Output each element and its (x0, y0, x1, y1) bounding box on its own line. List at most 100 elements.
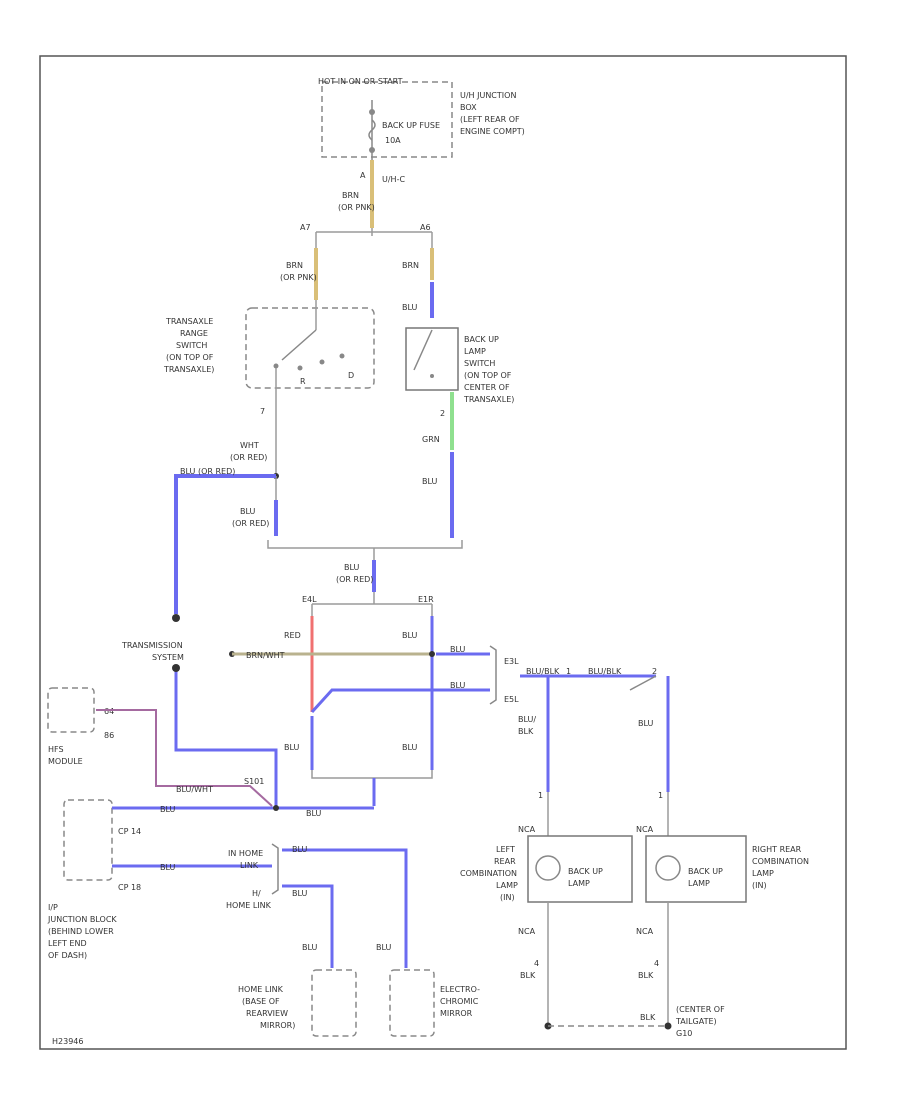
wire-blu-right-top-label: BLU (402, 303, 418, 312)
right-lamp-label-4: (IN) (752, 881, 767, 890)
wire-blu-blk-vert-2: BLK (518, 727, 534, 736)
pin-4-right: 4 (654, 959, 659, 968)
pin-nca-left-bottom: NCA (518, 927, 536, 936)
wire-blu-or-red-center-2: (OR RED) (336, 575, 373, 584)
wire-blk-left: BLK (520, 971, 536, 980)
pin-86: 86 (104, 731, 114, 740)
junction-label-2: JUNCTION BLOCK (47, 915, 117, 924)
trans-range-contact-1 (273, 363, 279, 369)
backup-switch-label-2: LAMP (464, 347, 486, 356)
fuse-rating: 10A (385, 136, 401, 145)
wire-blu-i (282, 848, 408, 968)
ground-label-c: G10 (676, 1029, 692, 1038)
trans-range-label-3: SWITCH (176, 341, 207, 350)
node-brn-wht-end (429, 651, 435, 657)
right-bulb-icon (655, 855, 681, 881)
wire-blk-ground: BLK (640, 1013, 656, 1022)
fuse-box-label-1: U/H JUNCTION (460, 91, 516, 100)
wire-blu-right-vert-label: BLU (638, 719, 654, 728)
right-lamp-label-3: LAMP (752, 869, 774, 878)
wire-wht-red-1: WHT (240, 441, 259, 450)
pin-1-right-lamp: 1 (658, 791, 663, 800)
ip-junction-box (63, 799, 113, 881)
left-bulb-icon (535, 855, 561, 881)
wire-blu-c-label: BLU (450, 681, 466, 690)
pin-7: 7 (260, 407, 265, 416)
wire-blu-i-label: BLU (292, 845, 308, 854)
node-e5l: E5L (504, 695, 519, 704)
home-link-label-1: HOME LINK (238, 985, 284, 994)
electrochromic-label-3: MIRROR (440, 1009, 473, 1018)
left-lamp-box (527, 835, 633, 903)
hfs-label-2: MODULE (48, 757, 83, 766)
trans-security-label-1: TRANSMISSION (121, 641, 183, 650)
trans-range-label-1: TRANSAXLE (165, 317, 213, 326)
security-arrow-bottom (172, 664, 180, 672)
wire-blu-j-label: BLU (292, 889, 308, 898)
backup-lamp-right-2: LAMP (688, 879, 710, 888)
electrochromic-label-2: CHROMIC (440, 997, 479, 1006)
node-e3l: E3L (504, 657, 519, 666)
wire-blu-h-label: BLU (160, 863, 176, 872)
node-a6: A6 (420, 223, 431, 232)
backup-lamp-switch-box (405, 327, 459, 391)
wire-brn-right-label: BRN (402, 261, 419, 270)
cp-bottom: CP 18 (118, 883, 141, 892)
cp-top: CP 14 (118, 827, 141, 836)
diagram-frame (39, 55, 847, 1050)
wire-blu-or-red-center-1: BLU (344, 563, 360, 572)
splice: S101 (244, 777, 264, 786)
wire-brn-top-1: BRN (342, 191, 359, 200)
wire-blu-wht-label: BLU/WHT (176, 785, 213, 794)
wire-blu-g-label: BLU (306, 809, 322, 818)
wire-red-blue-curve (310, 688, 490, 714)
fuse-terminal-top (369, 109, 375, 115)
electrochromic-label-1: ELECTRO- (440, 985, 480, 994)
wire-blu-d-label: BLU (284, 743, 300, 752)
junction-label-5: OF DASH) (48, 951, 87, 960)
trans-range-label-4: (ON TOP OF (166, 353, 214, 362)
trans-range-switch-box (245, 307, 375, 389)
wire-blu-j (282, 884, 334, 968)
home-link-a-2: LINK (240, 861, 259, 870)
wire-blu-k-label: BLU (302, 943, 318, 952)
home-link-label-3: REARVIEW (246, 1009, 288, 1018)
right-lamp-label-2: COMBINATION (752, 857, 809, 866)
left-lamp-label-2: REAR (494, 857, 516, 866)
ground-label-a: (CENTER OF (676, 1005, 725, 1014)
connector-e3l-e5l (489, 645, 497, 705)
wire-join-bottom-bracket (311, 770, 433, 779)
fuse-box-label-2: BOX (460, 103, 477, 112)
pin-64: 64 (104, 707, 114, 716)
wire-blu-wht-red-label: BLU (OR RED) (180, 467, 235, 476)
hfs-label-1: HFS (48, 745, 64, 754)
fuse-box-label-4: ENGINE COMPT) (460, 127, 525, 136)
junction-label-3: (BEHIND LOWER (48, 927, 114, 936)
home-link-b-1: H/ (252, 889, 261, 898)
wire-blu-blk-vert-1: BLU/ (518, 715, 536, 724)
backup-lamp-left-2: LAMP (568, 879, 590, 888)
backup-switch-label-1: BACK UP (464, 335, 499, 344)
junction-label-4: LEFT END (48, 939, 87, 948)
trans-range-label-5: TRANSAXLE) (163, 365, 214, 374)
wire-brn-left-1: BRN (286, 261, 303, 270)
right-lamp-box (645, 835, 747, 903)
wire-blu-or-red-left-1: BLU (240, 507, 256, 516)
wire-blu-l-label: BLU (376, 943, 392, 952)
fuse-terminal-bottom (369, 147, 375, 153)
node-e4l: E4L (302, 595, 317, 604)
wire-blu-blk-right-label: BLU/BLK (588, 667, 622, 676)
left-lamp-label-4: LAMP (496, 881, 518, 890)
ground-node-right (664, 1022, 672, 1030)
pin-2r: 2 (652, 667, 657, 676)
right-lamp-label-1: RIGHT REAR (752, 845, 802, 854)
node-a7: A7 (300, 223, 311, 232)
wire-blu-mid-label: BLU (422, 477, 438, 486)
node-e1r: E1R (418, 595, 434, 604)
wire-wht-red-2: (OR RED) (230, 453, 267, 462)
wire-blu-wht-red-loop (174, 474, 276, 614)
home-link-a-1: IN HOME (228, 849, 263, 858)
fuse-label: BACK UP FUSE (382, 121, 440, 130)
conn-a-code: U/H-C (382, 175, 405, 184)
wire-blu-security-down (174, 668, 278, 806)
